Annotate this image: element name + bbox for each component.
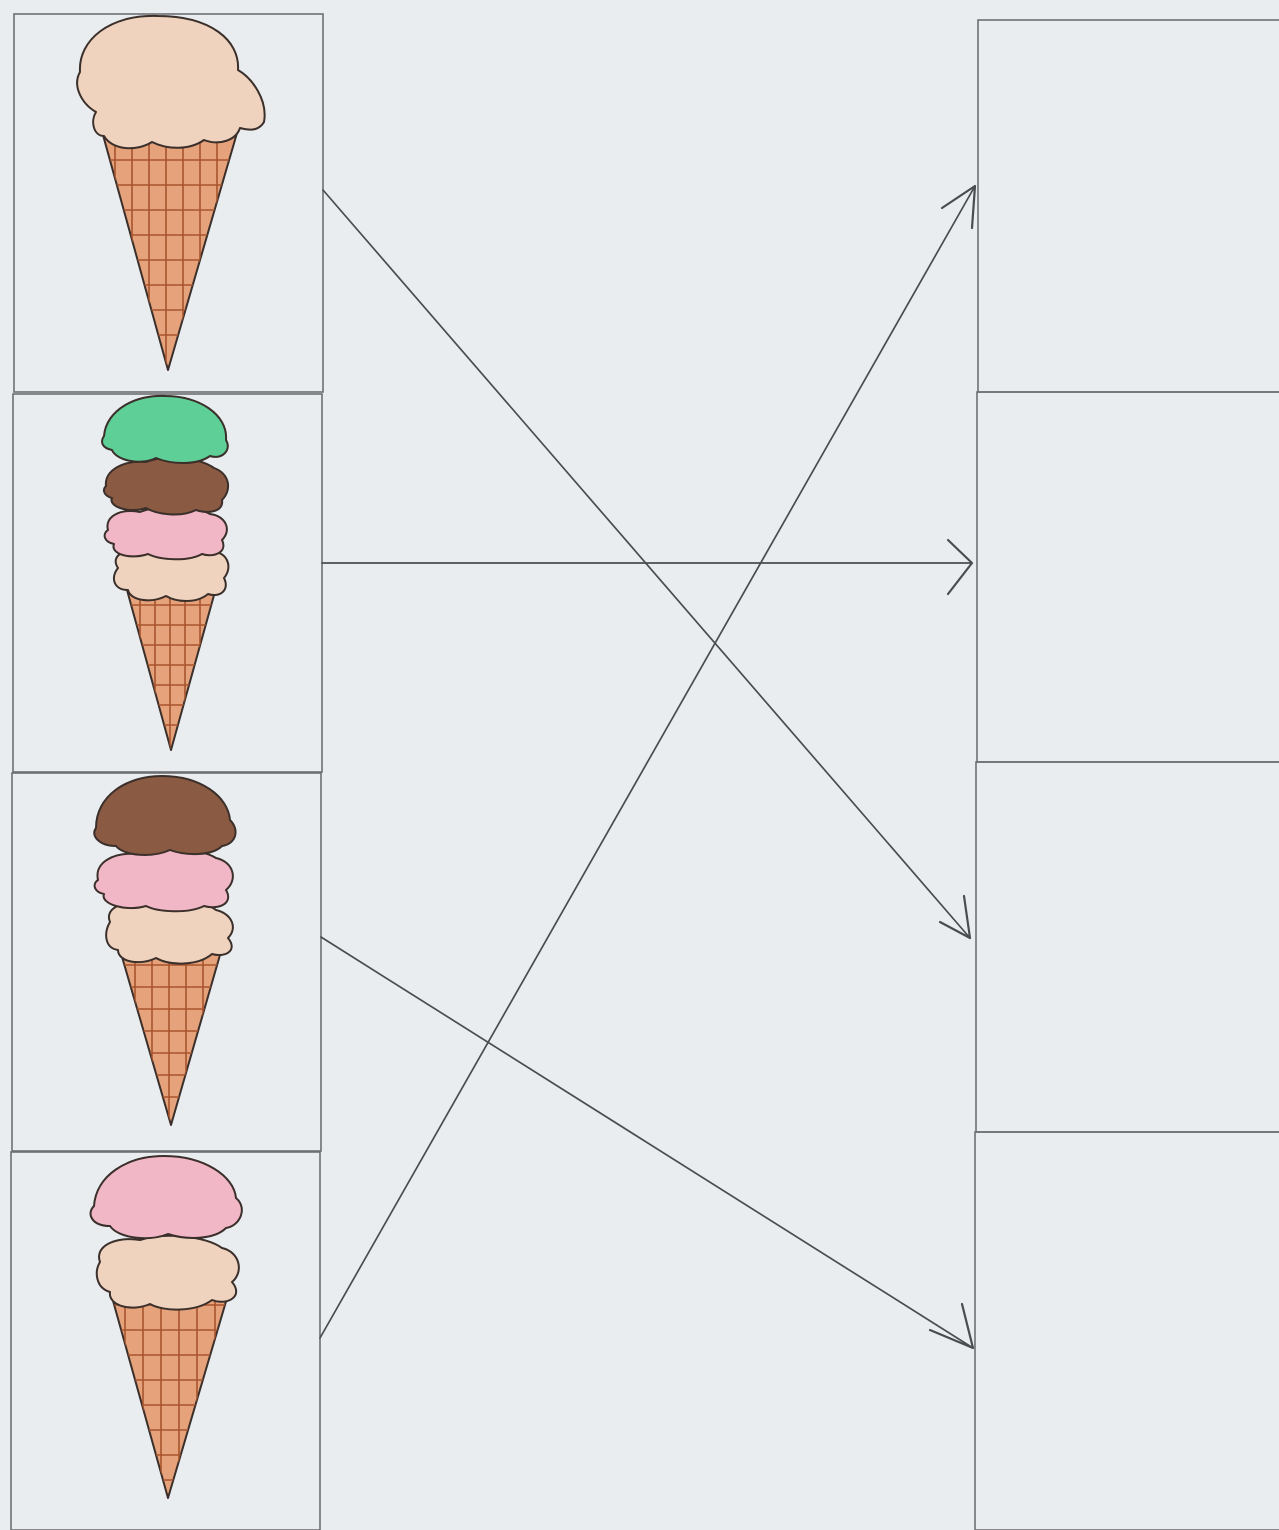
three-scoop-cone-icon xyxy=(94,776,250,1130)
arrow-box1-to-right3 xyxy=(323,190,970,938)
arrow-box4-to-right1 xyxy=(320,186,975,1338)
right-box-2 xyxy=(977,392,1279,762)
two-scoop-cone-icon xyxy=(90,1156,250,1505)
arrow-box2-to-right2 xyxy=(322,540,972,594)
four-scoop-cone-icon xyxy=(100,396,240,760)
right-box-4 xyxy=(975,1132,1279,1530)
single-scoop-cone-icon xyxy=(77,16,264,380)
right-box-3 xyxy=(976,762,1279,1132)
arrow-box3-to-right4 xyxy=(321,937,973,1348)
matching-arrows xyxy=(320,186,975,1348)
right-box-1 xyxy=(978,20,1279,392)
right-column xyxy=(975,20,1279,1530)
